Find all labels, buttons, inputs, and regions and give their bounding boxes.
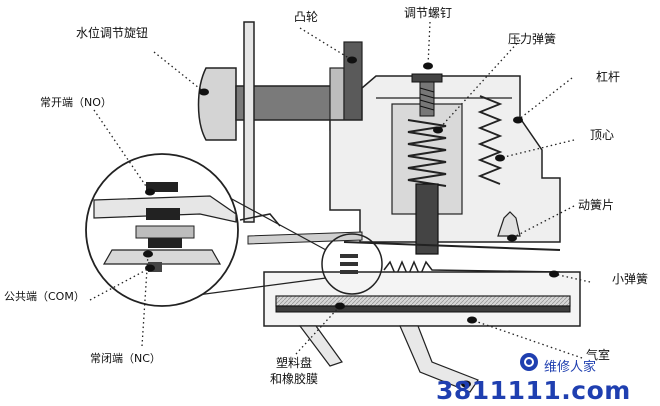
lower-body	[263, 271, 581, 393]
rod-link	[239, 213, 281, 227]
label-water-level-knob: 水位调节旋钮	[76, 26, 149, 40]
zoom-detail-circle	[85, 153, 239, 307]
pressure-spring	[407, 119, 447, 187]
lever-spring	[477, 95, 503, 185]
label-normally-closed: 常闭端（NC）	[90, 352, 161, 365]
label-plastic-disc: 塑料盘	[275, 356, 312, 370]
zoom-source-contacts	[340, 254, 358, 274]
label-rubber-membrane: 和橡胶膜	[269, 372, 318, 386]
label-small-spring: 小弹簧	[612, 272, 649, 286]
thimble	[415, 183, 439, 255]
label-thimble: 顶心	[590, 128, 615, 142]
label-common: 公共端（COM）	[4, 290, 85, 303]
upper-housing	[329, 75, 561, 243]
watermark-number: 3811111.com	[436, 376, 631, 405]
label-pressure-spring: 压力弹簧	[508, 32, 557, 46]
knob	[197, 21, 347, 223]
label-lever: 杠杆	[596, 70, 621, 84]
moving-reed	[343, 211, 561, 251]
watermark-name: 维修人家	[544, 360, 597, 375]
label-normally-open: 常开端（NO）	[40, 96, 112, 109]
leader-lines	[89, 21, 591, 359]
watermark-logo-icon	[520, 353, 538, 371]
label-adjust-screw: 调节螺钉	[404, 6, 453, 20]
leader-arrowheads	[143, 56, 559, 388]
zoom-source-circle	[321, 233, 383, 295]
small-spring	[383, 260, 561, 278]
label-cam: 凸轮	[294, 10, 319, 24]
adjust-screw	[411, 73, 443, 117]
label-moving-reed: 动簧片	[578, 198, 615, 212]
watermark: 维修人家 3811111.com	[436, 353, 660, 406]
label-air-chamber: 气室	[586, 348, 611, 362]
